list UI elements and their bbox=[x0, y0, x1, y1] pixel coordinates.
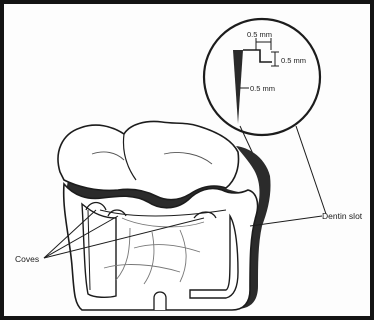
dental-preparation-diagram: 0.5 mm 0.5 mm 0.5 mm bbox=[4, 4, 374, 320]
dentin-slot-label: Dentin slot bbox=[322, 211, 363, 221]
dim-bottom-label: 0.5 mm bbox=[250, 84, 275, 93]
dim-top-label: 0.5 mm bbox=[247, 30, 272, 39]
gingival-notch bbox=[154, 292, 166, 310]
magnified-inset: 0.5 mm 0.5 mm 0.5 mm bbox=[204, 19, 320, 135]
coves-label: Coves bbox=[15, 254, 39, 264]
dim-right-label: 0.5 mm bbox=[281, 56, 306, 65]
inset-connector-right bbox=[296, 126, 326, 214]
